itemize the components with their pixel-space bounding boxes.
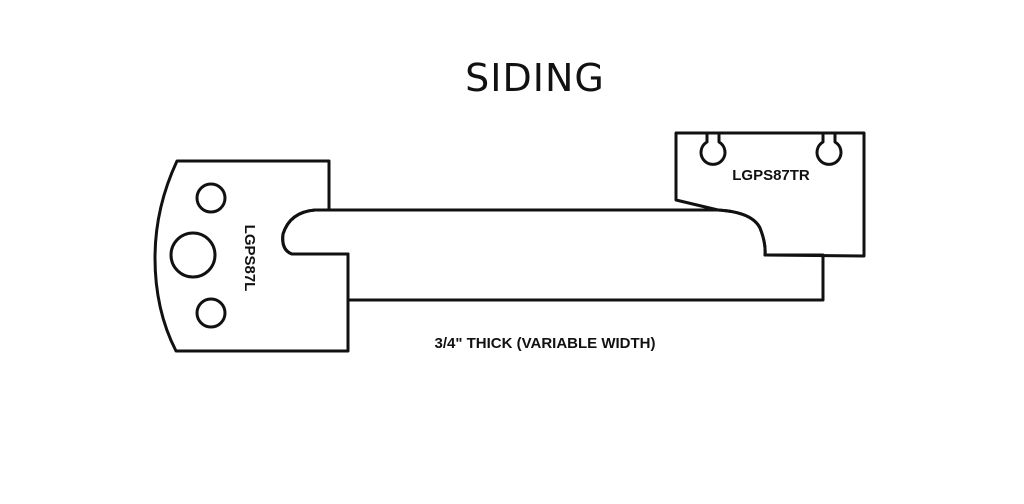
left-cutter-center-hole [169,231,217,279]
left-cutter-bottom-hole [195,297,227,329]
siding-board-profile [281,208,825,302]
left-cutter-top-hole [195,182,227,214]
right-cutter-knife [674,131,866,258]
right-cutter-label: LGPS87TR [732,167,810,184]
right-cutter-left-slot [699,131,727,166]
thickness-note: 3/4" THICK (VARIABLE WIDTH) [435,335,656,352]
left-cutter-label: LGPS87L [241,225,258,292]
diagram-title: SIDING [465,56,605,100]
left-cutter-knife [153,159,350,353]
right-cutter-right-slot [815,131,843,166]
